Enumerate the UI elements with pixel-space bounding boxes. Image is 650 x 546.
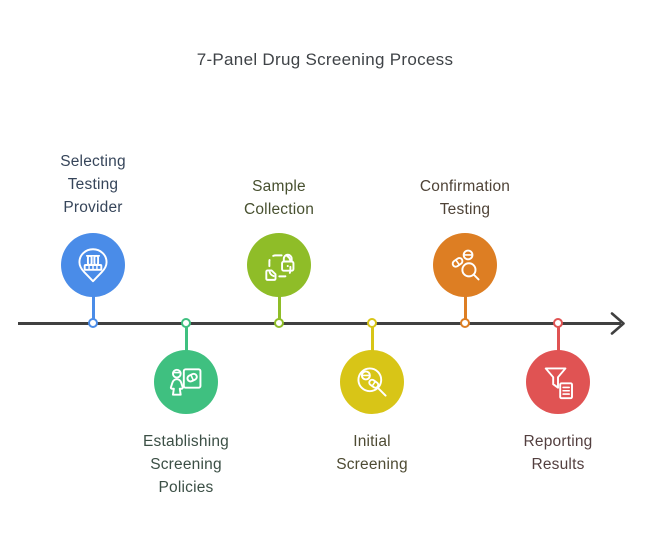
milestone-connector <box>463 295 467 321</box>
pills-magnifier-icon <box>451 249 480 281</box>
timeline-node-dot <box>180 318 191 328</box>
milestone-connector <box>184 326 188 352</box>
location-pin-test-tubes-icon <box>78 248 108 283</box>
page-title: 7-Panel Drug Screening Process <box>196 50 454 69</box>
milestone-circle-initial-screening <box>340 350 404 414</box>
milestone-circle-confirmation-testing <box>433 233 497 297</box>
milestone-label-reporting-results: Reporting Results <box>523 433 593 473</box>
presenter-board-pill-icon <box>169 368 202 396</box>
milestone-connector <box>370 326 374 352</box>
milestone-label-sample-collection: Sample Collection <box>243 178 315 218</box>
milestone-label-selecting-testing-provider: Selecting Testing Provider <box>60 153 126 216</box>
timeline-axis <box>18 312 625 335</box>
arrow-right-icon <box>610 312 625 335</box>
milestone-circle-selecting-testing-provider <box>61 233 125 297</box>
funnel-report-icon <box>544 367 573 400</box>
milestone-circle-reporting-results <box>526 350 590 414</box>
timeline-node-dot <box>366 318 377 328</box>
milestone-label-establishing-screening-policies: Establishing Screening Policies <box>143 433 229 496</box>
magnifier-pills-icon <box>357 367 387 397</box>
secure-sample-lock-icon <box>265 253 295 281</box>
milestone-connector <box>556 326 560 352</box>
milestone-circle-establishing-screening-policies <box>154 350 218 414</box>
timeline-node-dot <box>87 318 98 328</box>
timeline-node-dot <box>273 318 284 328</box>
timeline-node-dot <box>459 318 470 328</box>
milestone-circle-sample-collection <box>247 233 311 297</box>
milestone-label-initial-screening: Initial Screening <box>336 433 408 473</box>
timeline-node-dot <box>552 318 563 328</box>
milestone-connector <box>91 295 95 321</box>
milestone-label-confirmation-testing: Confirmation Testing <box>419 178 511 218</box>
milestone-connector <box>277 295 281 321</box>
